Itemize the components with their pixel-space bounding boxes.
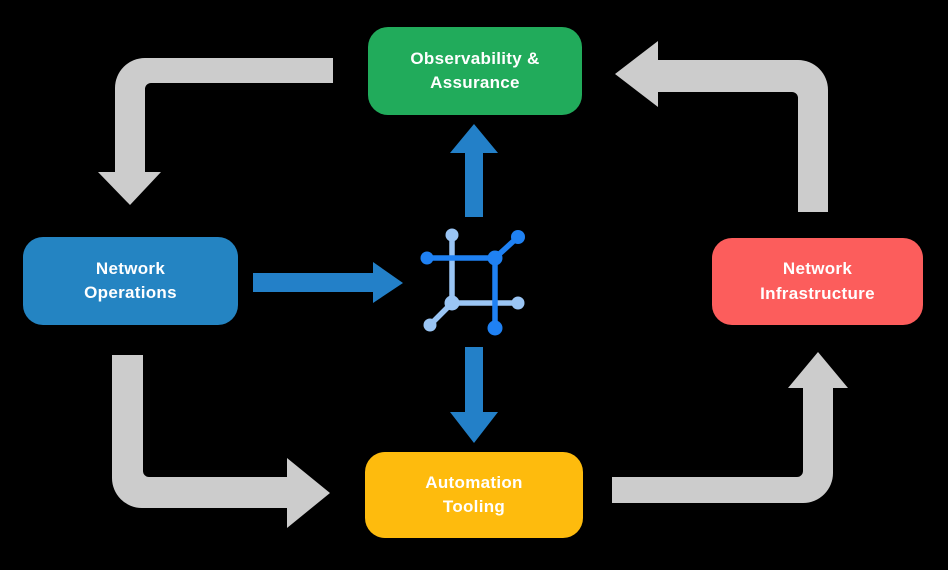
flow-arrow-right-icon (253, 262, 403, 303)
flow-arrow-up-icon (450, 124, 498, 217)
node-label-line: Automation (425, 472, 523, 492)
node-automation-tooling: Automation Tooling (365, 452, 583, 538)
node-label-line: Tooling (442, 497, 506, 516)
cycle-arrow-bottom-left-icon (112, 355, 330, 528)
node-label-line: Network (782, 259, 853, 279)
node-network-infrastructure: Network Infrastructure (712, 238, 923, 325)
node-label-line: Observability & (410, 48, 540, 68)
node-network-operations: Network Operations (23, 237, 238, 325)
flow-arrow-down-icon (450, 347, 498, 443)
cycle-arrow-bottom-right-icon (612, 352, 848, 503)
network-fabric-icon-dark-strokes (420, 230, 525, 336)
cycle-arrow-top-left-icon (98, 58, 333, 205)
node-label-line: Assurance (430, 73, 520, 92)
cycle-arrow-top-right-icon (615, 41, 828, 212)
node-label-line: Operations (84, 283, 177, 302)
network-fabric-icon (420, 228, 525, 336)
network-fabric-icon-light-strokes (423, 228, 525, 332)
node-label-line: Infrastructure (760, 283, 875, 303)
node-observability-assurance: Observability & Assurance (368, 27, 582, 115)
node-label-line: Network (95, 258, 166, 278)
